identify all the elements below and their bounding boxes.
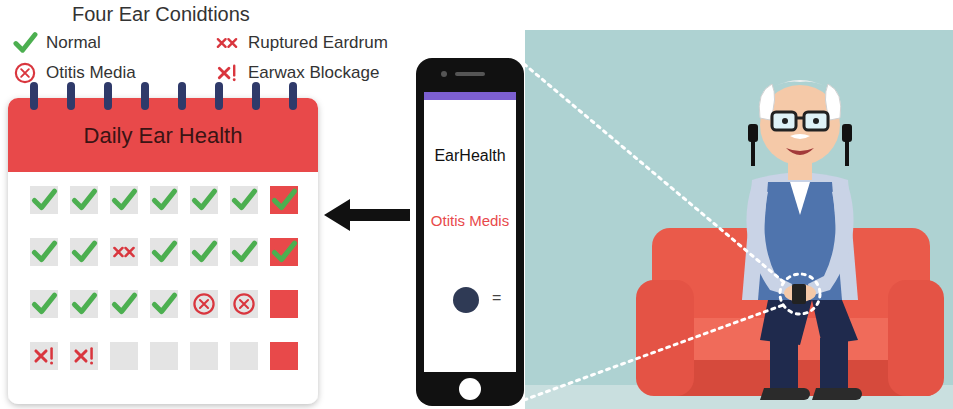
- legend-item: Ruptured Eardrum: [214, 30, 388, 56]
- legend-symbol: [12, 30, 38, 56]
- legend-symbol: [214, 30, 240, 56]
- calendar-day: [70, 186, 98, 214]
- legend-symbol: [214, 60, 240, 86]
- arrow: [324, 199, 410, 231]
- phone-body: [416, 58, 524, 406]
- app-name: EarHealth: [434, 147, 505, 165]
- calendar-day: [270, 342, 298, 370]
- calendar-day: [230, 186, 258, 214]
- calendar-day: [230, 342, 258, 370]
- calendar-day: [30, 290, 58, 318]
- calendar-rings: [30, 82, 297, 110]
- phone: EarHealthOtitis Medis: [416, 58, 524, 406]
- calendar-day: [110, 186, 138, 214]
- record-button: [453, 287, 479, 313]
- focus-circle: [780, 274, 820, 314]
- calendar-day: [230, 238, 258, 266]
- legend-text: Otitis Media: [46, 63, 136, 83]
- legend-symbol: [12, 60, 38, 86]
- calendar-day: [150, 342, 178, 370]
- phone-statusbar: [424, 92, 516, 100]
- calendar: Daily Ear Health: [8, 98, 318, 404]
- calendar-day: [70, 238, 98, 266]
- phone-speaker: [455, 72, 485, 76]
- calendar-day: [150, 238, 178, 266]
- calendar-ring: [67, 82, 75, 110]
- room-panel: [525, 30, 953, 409]
- calendar-grid: [30, 186, 298, 370]
- calendar-ring: [215, 82, 223, 110]
- calendar-day: [190, 238, 218, 266]
- calendar-ring: [104, 82, 112, 110]
- calendar-day: [110, 342, 138, 370]
- calendar-ring: [252, 82, 260, 110]
- calendar-day: [110, 238, 138, 266]
- sofa-arm-left: [636, 280, 694, 396]
- legend-text: Ruptured Eardrum: [248, 33, 388, 53]
- calendar-ring: [178, 82, 186, 110]
- phone-screen: [424, 92, 516, 372]
- calendar-day: [270, 290, 298, 318]
- calendar-day: [150, 186, 178, 214]
- menu-icon: =: [492, 289, 501, 307]
- dotted-line: [524, 64, 786, 284]
- calendar-ring: [289, 82, 297, 110]
- calendar-day: [150, 290, 178, 318]
- calendar-day: [230, 290, 258, 318]
- calendar-day: [70, 290, 98, 318]
- calendar-day: [190, 342, 218, 370]
- calendar-day: [190, 290, 218, 318]
- legend-item: Earwax Blockage: [214, 60, 379, 86]
- calendar-day: [110, 290, 138, 318]
- calendar-heading: Daily Ear Health: [84, 123, 243, 149]
- legend-text: Earwax Blockage: [248, 63, 379, 83]
- calendar-day: [30, 342, 58, 370]
- calendar-day: [30, 186, 58, 214]
- sofa-arm-right: [888, 280, 944, 396]
- calendar-day: [30, 238, 58, 266]
- elderly-man: [742, 80, 862, 400]
- legend-text: Normal: [46, 33, 101, 53]
- calendar-day: [70, 342, 98, 370]
- calendar-day: [270, 238, 298, 266]
- diagnosis-text: Otitis Medis: [431, 212, 509, 229]
- title: Four Ear Conidtions: [72, 3, 250, 26]
- calendar-card: [8, 98, 318, 404]
- calendar-day: [270, 186, 298, 214]
- legend-item: Otitis Media: [12, 60, 136, 86]
- phone-camera: [441, 71, 447, 77]
- dotted-line: [524, 304, 786, 400]
- calendar-header: [8, 98, 318, 172]
- home-button: [459, 378, 481, 400]
- calendar-day: [190, 186, 218, 214]
- calendar-ring: [30, 82, 38, 110]
- legend-item: Normal: [12, 30, 101, 56]
- calendar-ring: [141, 82, 149, 110]
